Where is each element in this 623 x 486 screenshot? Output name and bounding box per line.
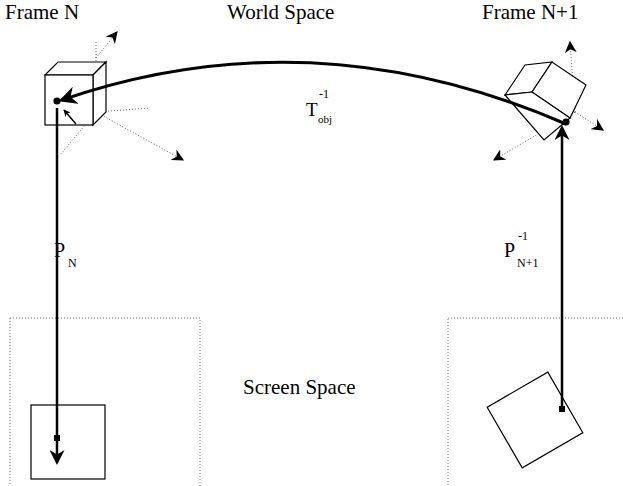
subscript: N+1 bbox=[517, 257, 538, 269]
transform-arrow bbox=[62, 62, 566, 124]
screen-frame bbox=[10, 318, 200, 486]
projection-arrow bbox=[56, 108, 59, 462]
subscript: obj bbox=[318, 114, 332, 125]
pixel bbox=[559, 406, 565, 412]
space-label: World Space bbox=[227, 2, 334, 23]
screen-square bbox=[31, 405, 105, 479]
transform-symbol: T bbox=[306, 100, 318, 119]
projection-symbol: P bbox=[54, 240, 65, 260]
pixel bbox=[54, 435, 60, 441]
screen-frame bbox=[448, 318, 623, 486]
cube bbox=[45, 62, 106, 125]
unprojection-arrow bbox=[561, 128, 564, 406]
projection-symbol: P bbox=[504, 240, 515, 260]
frame-label: Frame N+1 bbox=[482, 2, 578, 23]
screen-square bbox=[487, 372, 583, 468]
subscript: N bbox=[68, 257, 77, 269]
frame-label: Frame N bbox=[5, 2, 79, 23]
superscript: -1 bbox=[518, 230, 528, 242]
arrow-tip bbox=[64, 110, 76, 124]
space-label: Screen Space bbox=[243, 377, 356, 398]
superscript: -1 bbox=[319, 88, 329, 100]
